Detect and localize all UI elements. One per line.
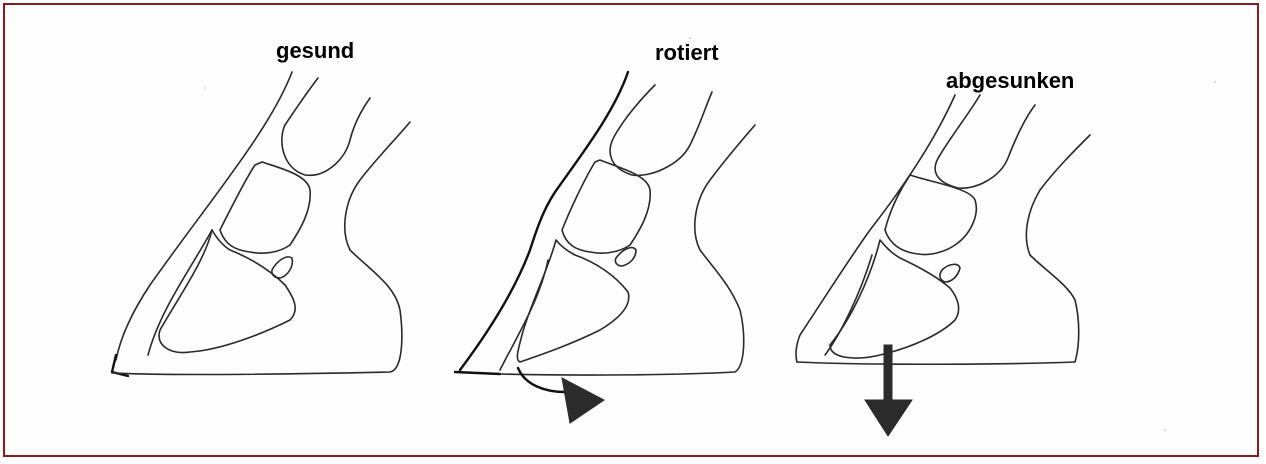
hoof-sunk (796, 95, 1090, 436)
sink-arrow-head (865, 400, 912, 436)
label-rotated: rotiert (655, 40, 719, 66)
label-healthy: gesund (276, 38, 354, 64)
hoof-healthy (112, 72, 410, 376)
sink-arrow-shaft (884, 345, 892, 405)
label-sunk: abgesunken (946, 68, 1074, 94)
hoof-rotated (455, 72, 755, 423)
rotation-arrow-head (562, 378, 604, 423)
